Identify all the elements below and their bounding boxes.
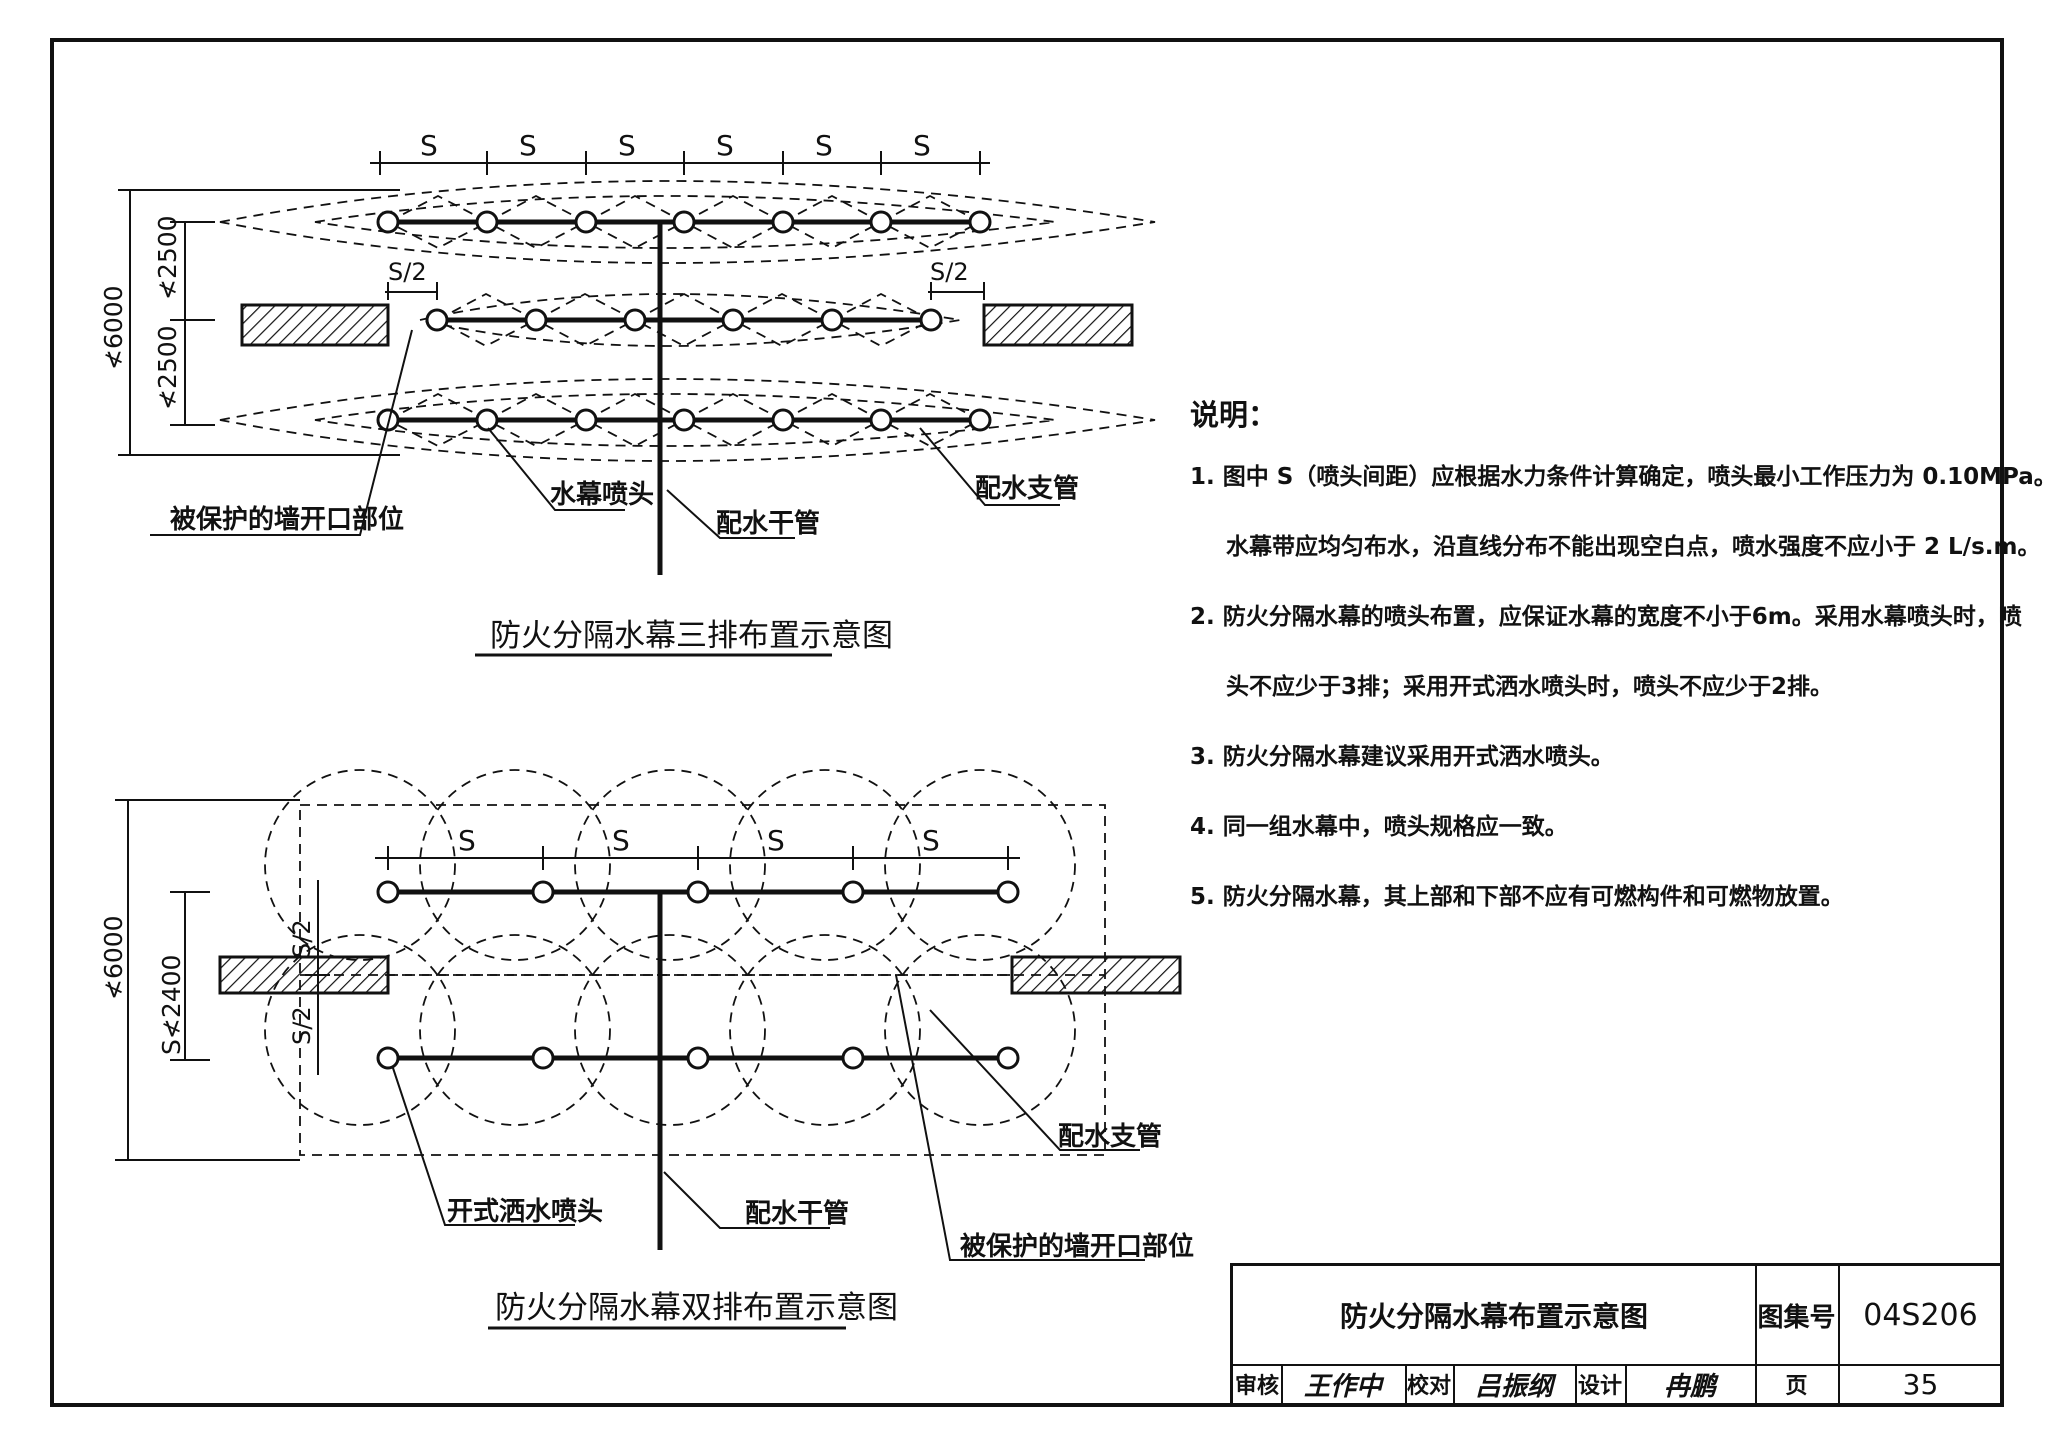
top-caption: 防火分隔水幕三排布置示意图 — [490, 618, 893, 654]
drawing-title: 防火分隔水幕布置示意图 — [1339, 1300, 1648, 1333]
note-4-line1: 4. 同一组水幕中，喷头规格应一致。 — [1190, 814, 1568, 840]
note-1-line2: 水幕带应均匀布水，沿直线分布不能出现空白点，喷水强度不应小于 2 L/s.m。 — [1226, 534, 2041, 560]
title-block: 防火分隔水幕布置示意图 图集号 04S206 审核 王作中 校对 吕振纲 设计 … — [1230, 1263, 2003, 1404]
note-item-3: 3. 防火分隔水幕建议采用开式洒水喷头。 — [1190, 740, 1990, 774]
top-label-wall-opening: 被保护的墙开口部位 — [170, 504, 404, 535]
page-label: 页 — [1785, 1374, 1808, 1399]
design-signature: 冉鹏 — [1663, 1371, 1716, 1402]
top-spacing-label: S — [716, 129, 734, 162]
bottom-dim-half-upper: S/2 — [288, 919, 316, 958]
note-3-line1: 3. 防火分隔水幕建议采用开式洒水喷头。 — [1190, 744, 1614, 770]
design-label: 设计 — [1577, 1374, 1622, 1399]
top-label-branch-pipe: 配水支管 — [975, 474, 1079, 504]
top-half-spacing-right: S/2 — [930, 258, 969, 286]
bottom-diagram — [115, 769, 1182, 1330]
bottom-label-main-pipe: 配水干管 — [745, 1199, 849, 1229]
bottom-spacing-label: S — [612, 824, 630, 857]
top-wall-right — [982, 303, 1134, 347]
top-spacing-label: S — [519, 129, 537, 162]
bottom-diagram-texts: S S S S ≮6000 S≮2400 S/2 S/2 开式洒水喷头 配水干管… — [99, 824, 1194, 1326]
page-number: 35 — [1902, 1367, 1939, 1401]
review-signature: 王作中 — [1303, 1371, 1382, 1402]
bottom-spacing-label: S — [458, 824, 476, 857]
bottom-wall-left — [218, 955, 390, 995]
top-label-nozzle: 水幕喷头 — [550, 480, 654, 510]
note-2-line1: 2. 防火分隔水幕的喷头布置，应保证水幕的宽度不小于6m。采用水幕喷头时，喷 — [1190, 604, 2022, 630]
top-wall-left — [240, 303, 390, 347]
bottom-dim-half-lower: S/2 — [288, 1006, 316, 1045]
bottom-label-open-sprinkler: 开式洒水喷头 — [447, 1197, 603, 1227]
bottom-label-wall-opening: 被保护的墙开口部位 — [960, 1231, 1194, 1262]
top-label-main-pipe: 配水干管 — [716, 509, 820, 539]
top-spacing-label: S — [815, 129, 833, 162]
check-label: 校对 — [1406, 1374, 1451, 1399]
note-5-line1: 5. 防火分隔水幕，其上部和下部不应有可燃构件和可燃物放置。 — [1190, 884, 1844, 910]
review-label: 审核 — [1234, 1374, 1279, 1399]
bottom-spacing-label: S — [767, 824, 785, 857]
top-spacing-label: S — [420, 129, 438, 162]
note-item-4: 4. 同一组水幕中，喷头规格应一致。 — [1190, 810, 1990, 844]
bottom-caption: 防火分隔水幕双排布置示意图 — [495, 1290, 898, 1326]
top-diagram-texts: S S S S S S S/2 S/2 ≮2500 ≮2500 ≮6000 被保… — [99, 129, 1079, 654]
bottom-dim-6000: ≮6000 — [99, 915, 128, 1000]
top-half-spacing-left: S/2 — [388, 258, 427, 286]
bottom-spacing-label: S — [922, 824, 940, 857]
atlas-number: 04S206 — [1863, 1297, 1978, 1333]
notes-section: 说明： 1. 图中 S（喷头间距）应根据水力条件计算确定，喷头最小工作压力为 0… — [1190, 392, 2048, 950]
note-item-5: 5. 防火分隔水幕，其上部和下部不应有可燃构件和可燃物放置。 — [1190, 880, 1990, 914]
note-item-2: 2. 防火分隔水幕的喷头布置，应保证水幕的宽度不小于6m。采用水幕喷头时，喷 头… — [1190, 600, 2022, 704]
top-spacing-label: S — [913, 129, 931, 162]
top-diagram — [118, 151, 1156, 657]
top-dim-2500-lower: ≮2500 — [153, 325, 182, 410]
check-signature: 吕振纲 — [1474, 1371, 1553, 1402]
bottom-wall-right — [1010, 955, 1182, 995]
top-dim-6000: ≮6000 — [99, 285, 128, 370]
top-nozzles — [376, 210, 992, 432]
note-2-line2: 头不应少于3排；采用开式洒水喷头时，喷头不应少于2排。 — [1226, 674, 1834, 700]
bottom-dim-2400: S≮2400 — [157, 955, 186, 1055]
bottom-nozzles — [376, 880, 1020, 1070]
note-item-1: 1. 图中 S（喷头间距）应根据水力条件计算确定，喷头最小工作压力为 0.10M… — [1190, 460, 2048, 564]
sheet-border — [50, 38, 2004, 1407]
top-spacing-label: S — [618, 129, 636, 162]
bottom-label-branch-pipe: 配水支管 — [1058, 1122, 1162, 1152]
top-dim-2500-upper: ≮2500 — [153, 215, 182, 300]
note-1-line1: 1. 图中 S（喷头间距）应根据水力条件计算确定，喷头最小工作压力为 0.10M… — [1190, 464, 2048, 490]
notes-title: 说明： — [1190, 398, 1278, 432]
atlas-label: 图集号 — [1757, 1302, 1836, 1333]
